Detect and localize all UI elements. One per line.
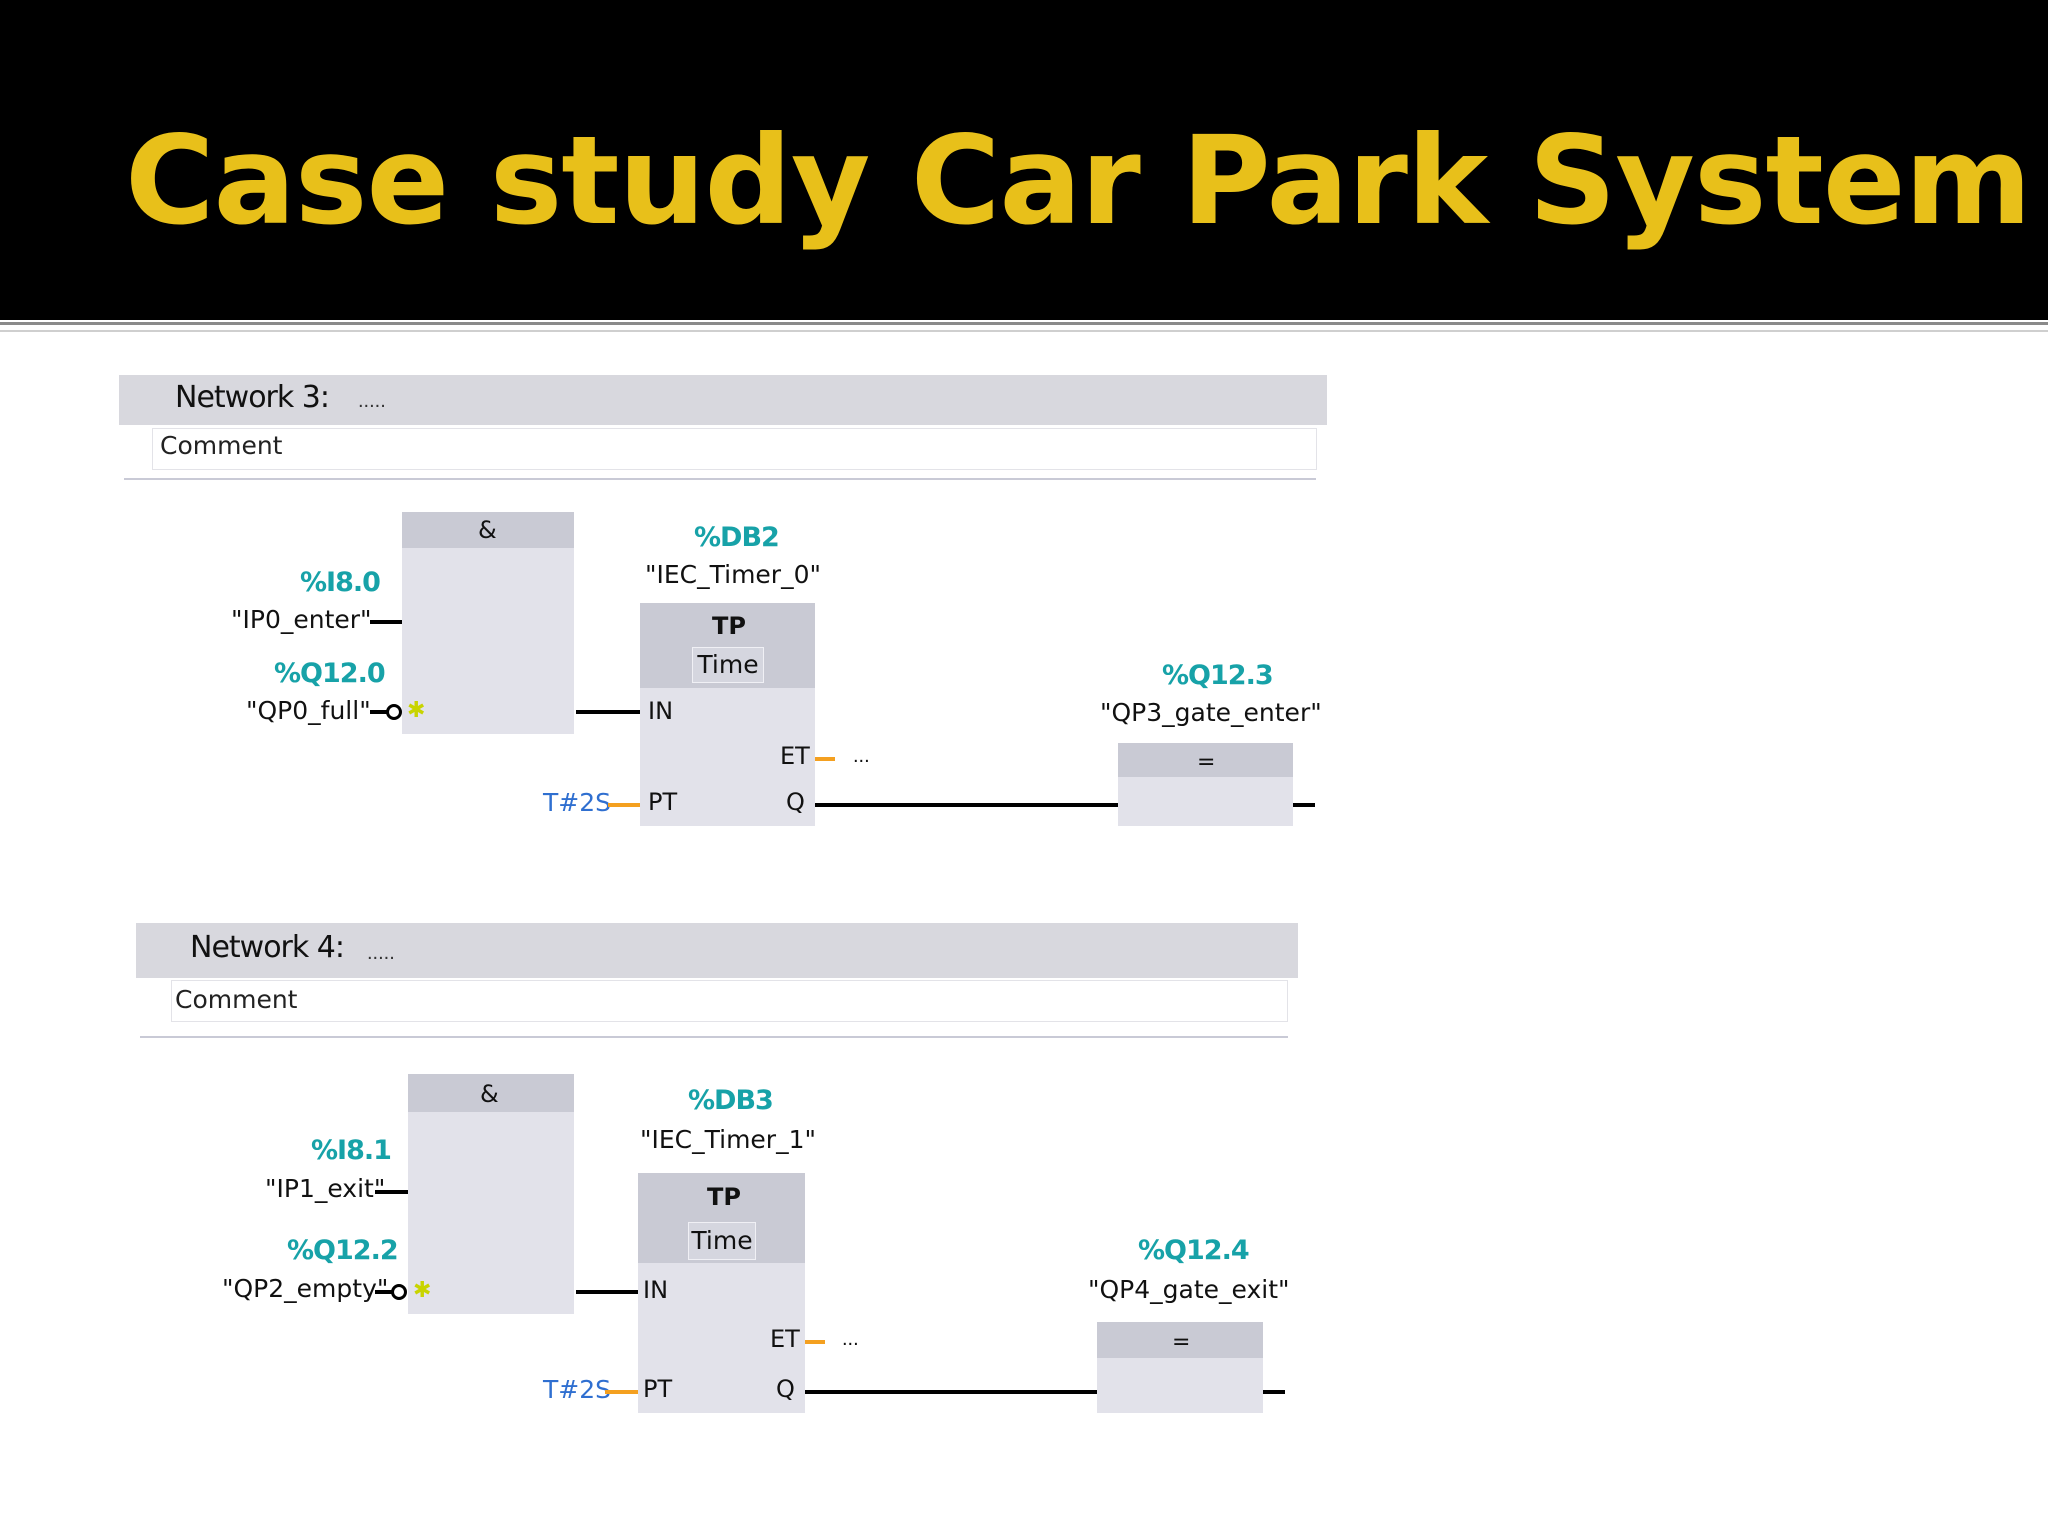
timer-instance-name: "IEC_Timer_0" <box>645 560 821 589</box>
comment-label: Comment <box>175 985 298 1014</box>
pt-constant[interactable]: T#2S <box>543 788 611 817</box>
input-2-address: %Q12.0 <box>274 658 386 689</box>
timer-subtype-selector[interactable]: Time <box>688 1222 756 1260</box>
header-divider <box>0 322 2048 325</box>
network-separator <box>140 1036 1288 1038</box>
edge-star-icon: ✱ <box>413 1277 432 1302</box>
and-out-wire <box>576 710 640 714</box>
coil-tag: "QP3_gate_enter" <box>1100 698 1322 727</box>
negation-circle-icon <box>391 1284 407 1300</box>
network-header-bar[interactable] <box>136 923 1298 978</box>
negation-circle-icon <box>386 704 402 720</box>
input-2-wire <box>375 1290 393 1294</box>
coil-label: = <box>1197 750 1216 775</box>
pin-et: ET <box>770 1325 800 1353</box>
pin-pt: PT <box>648 788 678 816</box>
coil-header <box>1118 743 1293 777</box>
pin-in: IN <box>643 1276 669 1304</box>
comment-label: Comment <box>160 431 283 460</box>
input-2-wire <box>370 710 388 714</box>
et-value[interactable]: ... <box>853 745 870 767</box>
pt-constant[interactable]: T#2S <box>543 1375 611 1404</box>
timer-subtype-selector[interactable]: Time <box>692 647 764 683</box>
et-value[interactable]: ... <box>842 1328 859 1350</box>
input-1-wire <box>370 620 402 624</box>
q-out-wire <box>815 803 1118 807</box>
pin-pt: PT <box>643 1375 673 1403</box>
coil-out-wire <box>1293 803 1315 807</box>
network-title: Network 4: <box>190 930 345 965</box>
pin-q: Q <box>776 1375 795 1403</box>
header-divider-light <box>0 330 2048 332</box>
coil-tag: "QP4_gate_exit" <box>1088 1275 1290 1304</box>
pin-in: IN <box>648 697 674 725</box>
network-title-dots: ..... <box>358 390 386 412</box>
pt-wire <box>605 1390 638 1394</box>
pin-q: Q <box>786 788 805 816</box>
and-label: & <box>478 516 497 544</box>
slide-title: Case study Car Park System <box>125 110 2032 252</box>
network-title: Network 3: <box>175 380 330 415</box>
input-1-tag: "IP0_enter" <box>231 605 372 634</box>
and-block-header <box>402 512 574 548</box>
comment-field[interactable] <box>152 428 1317 470</box>
slide-header <box>0 0 2048 320</box>
comment-field[interactable] <box>171 980 1288 1022</box>
and-block-header <box>408 1074 574 1112</box>
coil-header <box>1097 1322 1263 1358</box>
input-2-tag: "QP0_full" <box>246 696 371 725</box>
timer-type-label: TP <box>707 1183 741 1211</box>
coil-label: = <box>1172 1330 1191 1355</box>
edge-star-icon: ✱ <box>407 697 426 722</box>
input-2-address: %Q12.2 <box>287 1235 399 1266</box>
network-title-dots: ..... <box>367 942 395 964</box>
input-1-wire <box>375 1190 408 1194</box>
coil-address: %Q12.4 <box>1138 1235 1250 1266</box>
network-separator <box>124 478 1316 480</box>
and-label: & <box>480 1080 499 1108</box>
timer-type-label: TP <box>712 612 746 640</box>
pt-wire <box>608 803 640 807</box>
input-1-address: %I8.0 <box>300 567 381 598</box>
coil-out-wire <box>1263 1390 1285 1394</box>
and-block[interactable] <box>402 512 574 734</box>
input-2-tag: "QP2_empty" <box>222 1274 389 1303</box>
and-out-wire <box>576 1290 638 1294</box>
timer-instance-name: "IEC_Timer_1" <box>640 1125 816 1154</box>
timer-db-address: %DB2 <box>694 522 780 553</box>
et-wire <box>815 757 835 761</box>
input-1-address: %I8.1 <box>311 1135 392 1166</box>
coil-address: %Q12.3 <box>1162 660 1274 691</box>
et-wire <box>805 1340 825 1344</box>
pin-et: ET <box>780 742 810 770</box>
timer-db-address: %DB3 <box>688 1085 774 1116</box>
network-header-bar[interactable] <box>119 375 1327 425</box>
and-block[interactable] <box>408 1074 574 1314</box>
input-1-tag: "IP1_exit" <box>265 1174 386 1203</box>
q-out-wire <box>805 1390 1097 1394</box>
